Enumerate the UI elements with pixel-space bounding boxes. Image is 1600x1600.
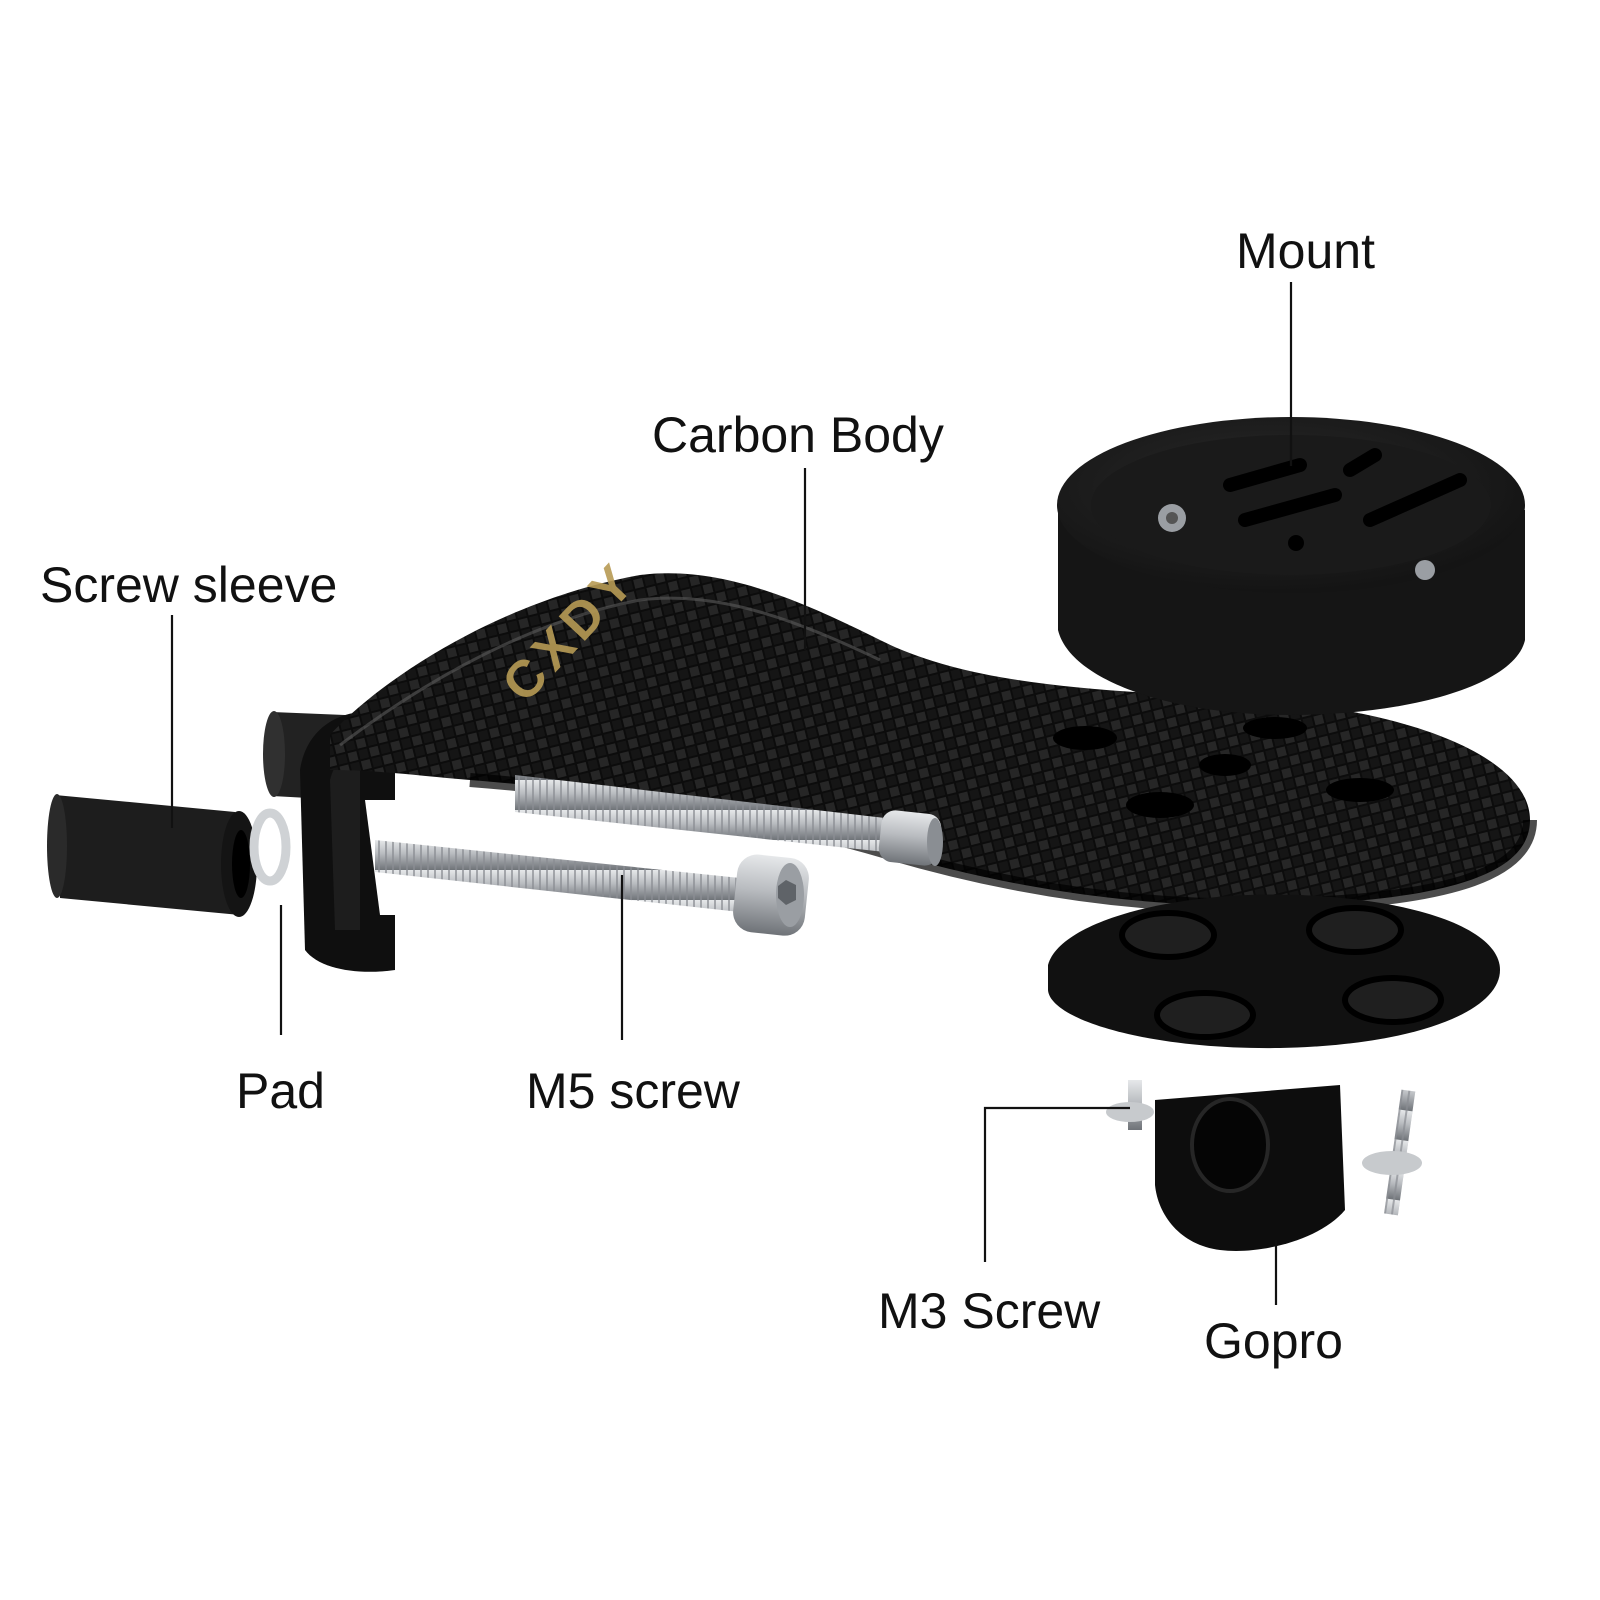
label-m3-screw: M3 Screw — [878, 1283, 1101, 1339]
m5-screw-back — [515, 775, 943, 866]
m5-screw — [375, 840, 809, 936]
label-gopro: Gopro — [1204, 1313, 1343, 1369]
label-m5-screw: M5 screw — [526, 1063, 740, 1119]
leader-m3-screw — [983, 1106, 1130, 1262]
pad — [249, 808, 291, 886]
label-mount: Mount — [1236, 223, 1375, 279]
gopro-adapter — [1048, 894, 1500, 1251]
leader-lines — [170, 282, 1293, 1305]
label-pad: Pad — [236, 1063, 325, 1119]
screw-sleeve — [47, 794, 257, 917]
label-screw-sleeve: Screw sleeve — [40, 557, 338, 613]
mount — [1057, 417, 1525, 715]
label-carbon-body: Carbon Body — [652, 407, 944, 463]
